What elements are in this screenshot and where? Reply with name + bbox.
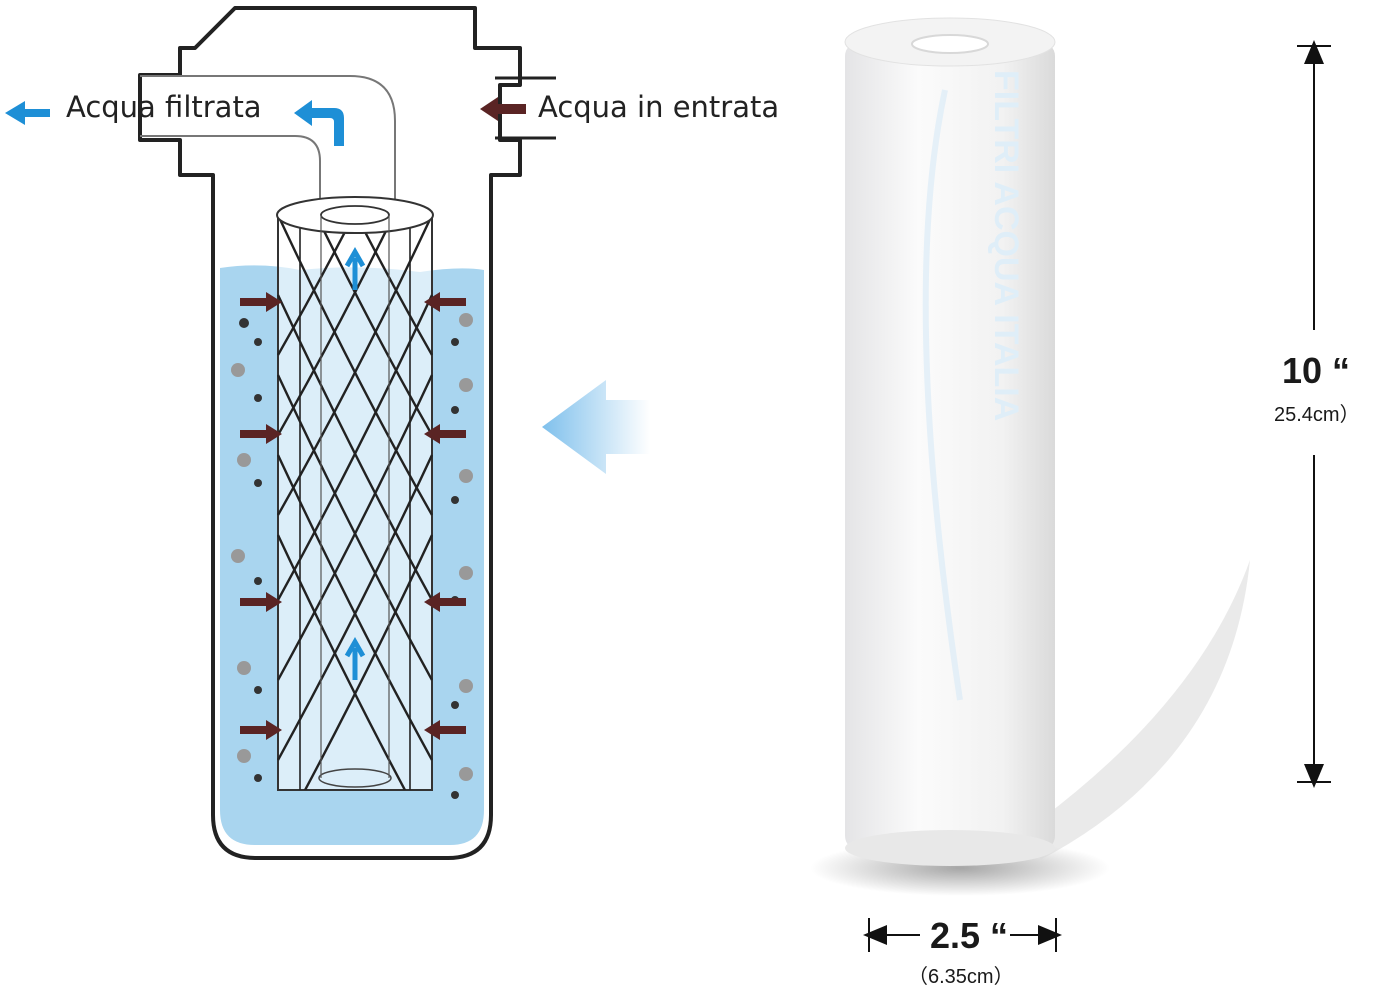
arrow-right-icon xyxy=(240,292,282,312)
large-pointer-arrow-icon xyxy=(542,380,650,474)
outlet-elbow-arrow-icon xyxy=(294,100,344,146)
height-dimension xyxy=(1297,40,1331,788)
width-inches-label: 2.5 “ xyxy=(930,915,1009,956)
arrow-right-icon xyxy=(240,720,282,740)
arrow-right-icon xyxy=(240,424,282,444)
arrow-right-icon xyxy=(240,592,282,612)
housing-outline xyxy=(138,6,522,860)
arrow-left-icon xyxy=(424,424,466,444)
height-cm-label: 25.4cm） xyxy=(1274,404,1360,426)
inflow-arrows xyxy=(240,97,526,740)
width-cm-label: （6.35cm） xyxy=(908,966,1014,988)
arrow-left-icon xyxy=(424,720,466,740)
netting-mesh xyxy=(277,218,433,790)
upflow-arrow-icon xyxy=(344,636,366,680)
inlet-arrow-icon xyxy=(480,97,526,121)
sediment-particles xyxy=(231,313,473,799)
height-inches-label: 10 “ xyxy=(1282,350,1351,391)
arrow-left-icon xyxy=(424,292,466,312)
left-outflow-arrow-icon xyxy=(5,101,50,125)
filter-cartridge-diagram xyxy=(276,196,434,791)
product-watermark: FILTRI ACQUA ITALIA xyxy=(987,70,1025,421)
filtered-water-label: Acqua filtrata xyxy=(66,90,262,124)
width-dimension xyxy=(863,918,1062,952)
upflow-arrow-icon xyxy=(344,246,366,290)
outlet-pipe xyxy=(140,75,396,205)
arrow-left-icon xyxy=(424,592,466,612)
incoming-water-label: Acqua in entrata xyxy=(538,90,780,124)
product-cartridge: FILTRI ACQUA ITALIA xyxy=(810,17,1250,896)
